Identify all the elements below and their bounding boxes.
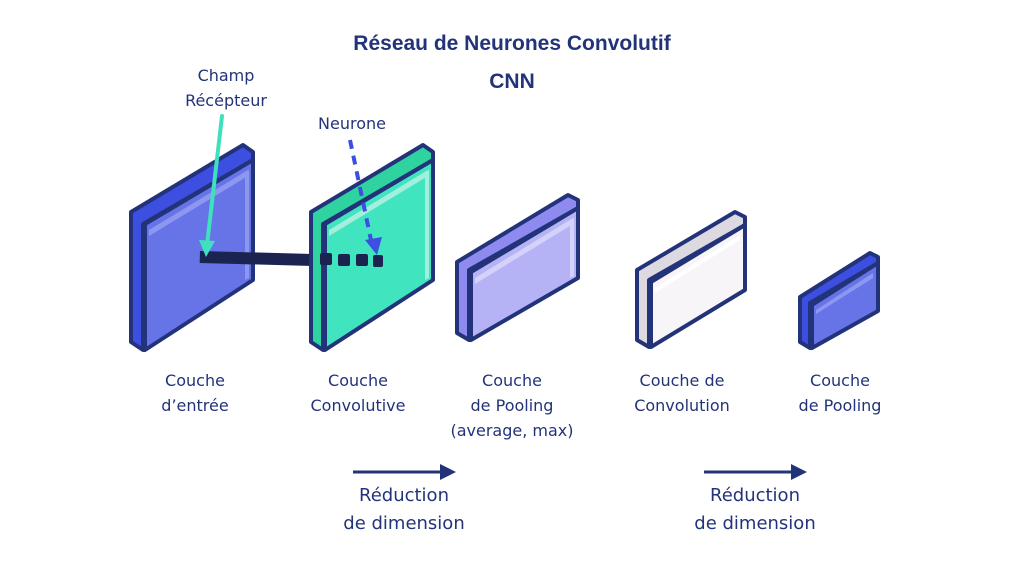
reduction-arrow-2-head	[791, 464, 807, 480]
layer-label-line: Convolution	[634, 396, 730, 415]
layer-pooling-2-label: Couche de Pooling	[799, 368, 882, 418]
reduction-label-line: Réduction	[710, 485, 800, 506]
layer-pooling-1-label: Couche de Pooling (average, max)	[450, 368, 573, 443]
receptive-field-label-line: Champ	[197, 66, 255, 85]
layer-convolution-label: Couche de Convolution	[634, 368, 730, 418]
layer-label-line: Couche	[165, 371, 225, 390]
receptive-connector	[199, 250, 322, 267]
neuron-dot	[338, 254, 350, 266]
layer-pooling-1-face	[469, 206, 580, 342]
layer-label-line: Convolutive	[310, 396, 406, 415]
reduction-label-line: Réduction	[359, 485, 449, 506]
layer-convolutive-label: Couche Convolutive	[311, 368, 406, 418]
layer-convolutive-highlight-right	[425, 170, 429, 280]
reduction-label-1: Réduction de dimension	[343, 482, 464, 538]
neuron-arrow-head	[365, 237, 382, 255]
receptive-arrow-shaft	[205, 114, 224, 247]
reduction-label-line: de dimension	[694, 513, 816, 534]
layer-label-line: Couche	[328, 371, 388, 390]
layer-label-line: d’entrée	[161, 396, 229, 415]
neuron-dot	[356, 254, 368, 266]
reduction-arrow-2	[704, 464, 807, 480]
layer-label-line: Couche de	[639, 371, 725, 390]
diagram-subtitle: CNN	[489, 70, 535, 93]
reduction-label-line: de dimension	[343, 513, 465, 534]
layer-convolutive-highlight	[329, 170, 428, 236]
receptive-field-label-line: Récépteur	[185, 91, 267, 110]
layer-convolution-plane	[635, 210, 747, 349]
layer-label-line: Couche	[482, 371, 542, 390]
layer-input-face	[143, 158, 255, 352]
neuron-dot	[373, 255, 383, 267]
neuron-dots	[320, 253, 383, 267]
receptive-arrow-head	[199, 240, 215, 257]
reduction-arrow-1-head	[440, 464, 456, 480]
layer-convolution-face	[649, 223, 747, 349]
neuron-dot	[320, 253, 332, 265]
neuron-arrow	[348, 139, 382, 255]
layer-input-label: Couche d’entrée	[161, 368, 228, 418]
reduction-label-2: Réduction de dimension	[694, 482, 815, 538]
layer-input-plane	[129, 143, 255, 352]
layer-label-line: de Pooling	[798, 396, 882, 415]
layer-pooling-1-highlight-right	[570, 218, 574, 278]
layer-label-line: de Pooling	[470, 396, 554, 415]
layer-pooling-1-plane	[455, 193, 580, 342]
layer-convolution-highlight	[655, 235, 740, 293]
neuron-arrow-shaft	[348, 139, 373, 241]
layer-label-line: (average, max)	[450, 421, 574, 440]
diagram-title: Réseau de Neurones Convolutif	[353, 32, 671, 55]
layer-pooling-1-highlight	[475, 218, 573, 284]
layer-label-line: Couche	[810, 371, 870, 390]
receptive-field-label: Champ Récépteur	[185, 63, 267, 113]
reduction-arrow-1	[353, 464, 456, 480]
layer-input-highlight	[149, 170, 248, 236]
neuron-label: Neurone	[318, 114, 386, 133]
receptive-field-arrow	[199, 114, 224, 257]
layer-pooling-2-plane	[798, 251, 880, 350]
layer-pooling-2-highlight	[816, 273, 873, 314]
